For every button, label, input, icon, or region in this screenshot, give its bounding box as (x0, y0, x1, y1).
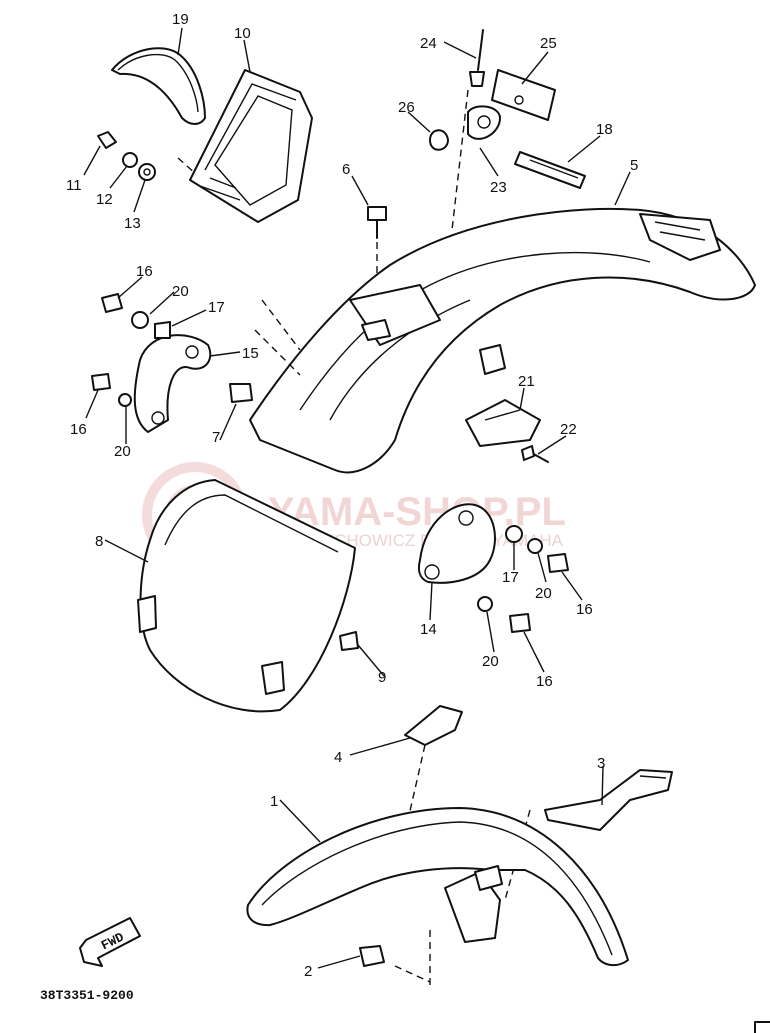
callout-4: 4 (334, 749, 342, 766)
callout-12: 12 (96, 191, 113, 208)
license-bracket-parts (429, 29, 586, 231)
callout-9: 9 (378, 669, 386, 686)
callout-20b: 20 (114, 443, 131, 460)
fwd-arrow-icon: FWD (79, 917, 141, 967)
callout-13: 13 (124, 215, 141, 232)
callout-19: 19 (172, 11, 189, 28)
callout-15: 15 (242, 345, 259, 362)
callout-3: 3 (597, 755, 605, 772)
corner-mark (754, 1021, 770, 1033)
part-21-holder (465, 399, 549, 463)
callout-16a: 16 (136, 263, 153, 280)
callout-16b: 16 (70, 421, 87, 438)
callout-17a: 17 (208, 299, 225, 316)
part-15-bracket (91, 293, 253, 433)
callout-22: 22 (560, 421, 577, 438)
part-1-front-fender (246, 807, 629, 985)
callout-14: 14 (420, 621, 437, 638)
callout-24: 24 (420, 35, 437, 52)
callout-10: 10 (234, 25, 251, 42)
hardware-11-13 (97, 131, 156, 181)
callout-8: 8 (95, 533, 103, 550)
callout-23: 23 (490, 179, 507, 196)
callout-20a: 20 (172, 283, 189, 300)
callout-20c: 20 (535, 585, 552, 602)
callout-7: 7 (212, 429, 220, 446)
callout-17b: 17 (502, 569, 519, 586)
part-10-housing (177, 69, 313, 223)
callout-18: 18 (596, 121, 613, 138)
part-5-rear-fender (249, 207, 756, 474)
callout-6: 6 (342, 161, 350, 178)
callout-2: 2 (304, 963, 312, 980)
leader-lines (83, 27, 631, 969)
callout-1: 1 (270, 793, 278, 810)
part-code: 38T3351-9200 (40, 988, 134, 1003)
part-19-seal (111, 47, 206, 125)
callout-20d: 20 (482, 653, 499, 670)
callout-21: 21 (518, 373, 535, 390)
callout-16d: 16 (536, 673, 553, 690)
callout-25: 25 (540, 35, 557, 52)
callout-5: 5 (630, 157, 638, 174)
part-8-inner-fender (137, 479, 359, 713)
callouts: 19 10 11 12 13 6 24 25 26 23 18 5 16 20 … (66, 11, 638, 980)
callout-26: 26 (398, 99, 415, 116)
callout-11: 11 (66, 177, 82, 194)
callout-16c: 16 (576, 601, 593, 618)
part-14-bracket (418, 503, 569, 633)
part-4-bracket (399, 705, 463, 856)
